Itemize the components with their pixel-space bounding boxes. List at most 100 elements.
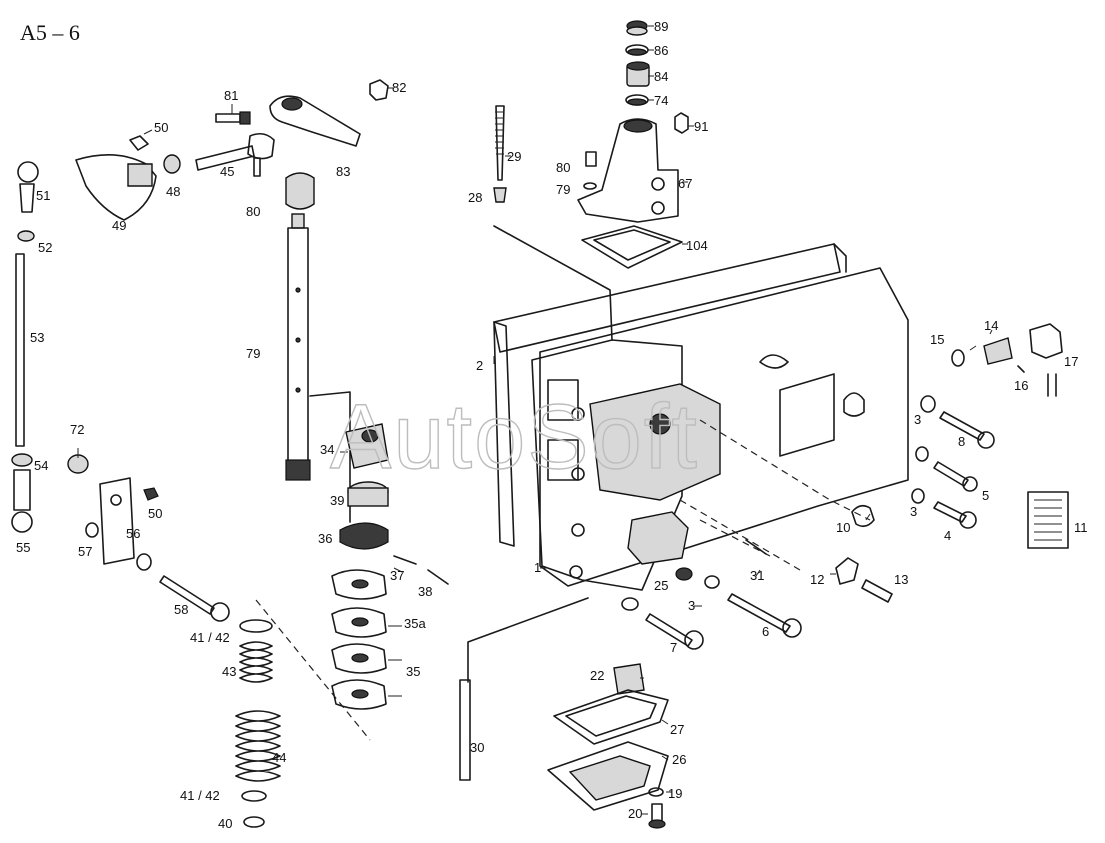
shaft-hole-2: [295, 337, 301, 343]
part-35a-plate: [331, 569, 387, 600]
part-16-clip: [1017, 365, 1025, 373]
connector-wires: [1047, 373, 1057, 397]
lower-flange: [627, 511, 689, 565]
callout-54: 54: [34, 458, 48, 473]
callout-7: 7: [670, 640, 677, 655]
part-80-bolt: [585, 151, 597, 167]
casting-boss-2: [571, 467, 585, 481]
leader-bottom: [640, 677, 672, 815]
axis-line-3: [699, 519, 771, 557]
part-35-plate-2: [331, 643, 387, 674]
callout-3-b: 3: [910, 504, 917, 519]
callout-26: 26: [672, 752, 686, 767]
part-79-washer: [583, 182, 597, 190]
part-57-washer: [85, 522, 99, 538]
housing-cover: [539, 267, 909, 587]
part-55-ball: [11, 511, 33, 533]
shaft-hole-3: [295, 387, 301, 393]
callout-43: 43: [222, 664, 236, 679]
leader-28: [493, 225, 613, 341]
callout-41-42-lower: 41 / 42: [180, 788, 220, 803]
callout-53: 53: [30, 330, 44, 345]
callout-82: 82: [392, 80, 406, 95]
callout-50-top: 50: [154, 120, 168, 135]
callout-52: 52: [38, 240, 52, 255]
part-12-sensor: [835, 557, 859, 585]
callout-15: 15: [930, 332, 944, 347]
part-89-base: [626, 26, 648, 36]
callout-16: 16: [1014, 378, 1028, 393]
part-37-pin: [393, 555, 417, 565]
part-50-nut: [143, 487, 159, 501]
callout-4: 4: [944, 528, 951, 543]
callout-12: 12: [810, 572, 824, 587]
leader-top: [648, 25, 694, 127]
part-58-bolt: [159, 575, 215, 615]
callout-labels: 89 86 84 74 91 29 80 79 67 28 104 81 82 …: [16, 19, 1088, 831]
part-3-washer-b: [911, 488, 925, 504]
callout-74: 74: [654, 93, 668, 108]
lever-hole: [281, 97, 303, 111]
plate-hole-3: [351, 653, 369, 663]
callout-80-top: 80: [556, 160, 570, 175]
part-74-inner: [627, 98, 647, 106]
cover-boss: [843, 392, 865, 417]
part-55-joint: [13, 469, 31, 511]
callout-30: 30: [470, 740, 484, 755]
plate-hub: [127, 163, 153, 187]
part-22-bush: [613, 663, 645, 695]
part-28-plug: [493, 187, 507, 203]
cover-panel: [779, 373, 835, 457]
callout-80-shaft: 80: [246, 204, 260, 219]
part-52-washer: [17, 230, 35, 242]
casting-boss-1: [571, 407, 585, 421]
callout-5: 5: [982, 488, 989, 503]
leader-30: [467, 597, 589, 683]
lower-left-parts: [11, 453, 371, 828]
callout-86: 86: [654, 43, 668, 58]
callout-56: 56: [126, 526, 140, 541]
part-104-gasket-inner: [593, 229, 671, 261]
callout-84: 84: [654, 69, 668, 84]
callout-79-shaft: 79: [246, 346, 260, 361]
callout-8: 8: [958, 434, 965, 449]
callout-1: 1: [534, 560, 541, 575]
part-53-rod: [15, 253, 25, 447]
leader-bracket: [309, 391, 351, 523]
part-41-42-lower: [241, 790, 267, 802]
part-15-washer: [951, 349, 965, 367]
callout-38: 38: [418, 584, 432, 599]
callout-35: 35: [406, 664, 420, 679]
leader-right-mid: [540, 513, 871, 607]
bolt-4-head: [959, 511, 977, 529]
part-45-stem: [253, 157, 261, 177]
part-79-shaft: [287, 227, 309, 479]
part-19-washer: [648, 787, 664, 797]
part-31-pin: [745, 539, 767, 555]
bolt-5-head: [962, 476, 978, 492]
casting-boss-3: [571, 523, 585, 537]
part-11-plate: [1027, 491, 1069, 549]
part-3-washer-c: [621, 597, 639, 611]
part-13-sensor: [861, 579, 893, 603]
callout-72: 72: [70, 422, 84, 437]
shaft-spline: [291, 213, 305, 229]
callout-79-top: 79: [556, 182, 570, 197]
callout-104: 104: [686, 238, 708, 253]
bolt-6-head: [782, 618, 802, 638]
part-8-bolt: [939, 411, 985, 441]
callout-83: 83: [336, 164, 350, 179]
part-29-rod: [495, 105, 505, 181]
callout-35a: 35a: [404, 616, 426, 631]
leader-right-top: [493, 329, 993, 364]
part-41-42-washer: [239, 619, 273, 633]
casting-boss-4: [569, 565, 583, 579]
part-67-housing: [577, 118, 679, 223]
part-27-inner: [565, 695, 657, 737]
callout-19: 19: [668, 786, 682, 801]
gearbox-housing: [467, 225, 909, 683]
callout-44: 44: [272, 750, 286, 765]
callout-10: 10: [836, 520, 850, 535]
leader-left-top: [143, 87, 394, 135]
